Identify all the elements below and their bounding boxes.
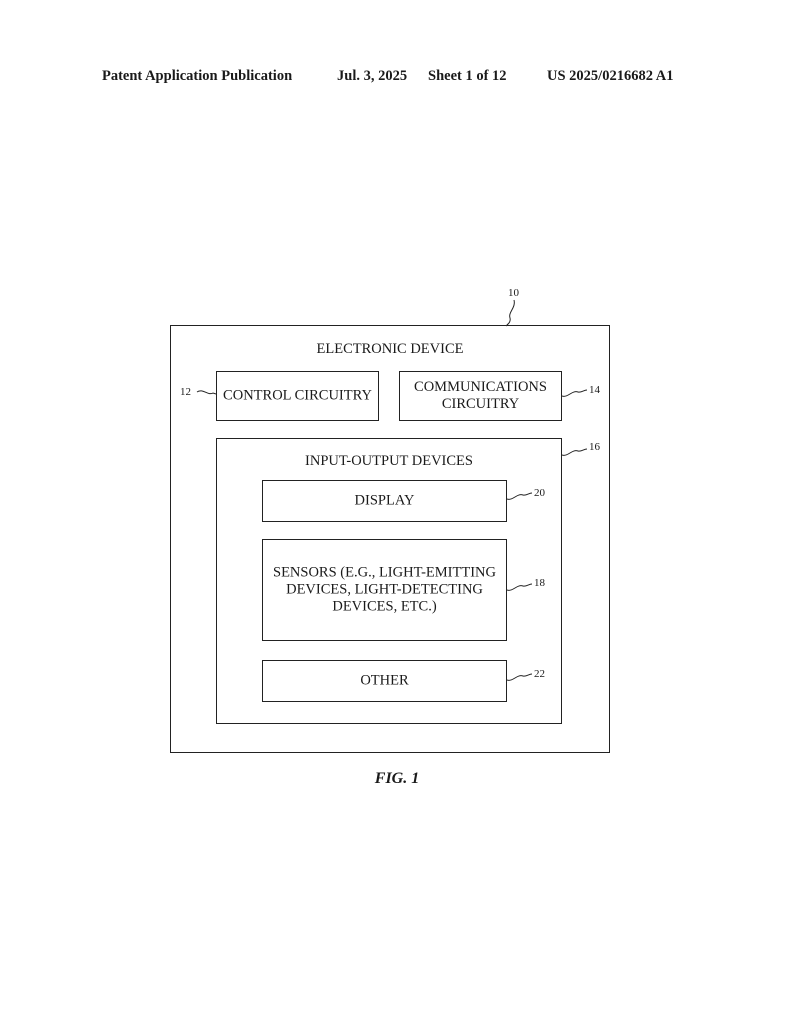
figure-caption: FIG. 1: [374, 770, 420, 787]
electronic-device-box: [170, 325, 610, 753]
header-publication-number: US 2025/0216682 A1: [547, 68, 674, 84]
control-circuitry-label: CONTROL CIRCUITRY: [223, 387, 372, 404]
header-publication: Patent Application Publication: [102, 68, 293, 84]
display-box: DISPLAY: [262, 480, 507, 522]
ref-20: 20: [534, 487, 545, 499]
control-circuitry-box: CONTROL CIRCUITRY: [216, 371, 379, 421]
ref-10: 10: [508, 287, 519, 299]
communications-circuitry-label: COMMUNICATIONS CIRCUITRY: [414, 379, 547, 412]
ref-14: 14: [589, 384, 600, 396]
header-sheet: Sheet 1 of 12: [428, 68, 507, 84]
input-output-devices-label: INPUT-OUTPUT DEVICES: [305, 453, 473, 469]
ref-18: 18: [534, 577, 545, 589]
leader-10: [505, 299, 515, 327]
ref-12: 12: [180, 386, 191, 398]
communications-circuitry-box: COMMUNICATIONS CIRCUITRY: [399, 371, 562, 421]
electronic-device-label: ELECTRONIC DEVICE: [316, 341, 464, 357]
ref-22: 22: [534, 668, 545, 680]
display-label: DISPLAY: [354, 492, 415, 509]
input-output-devices-box: [216, 438, 562, 724]
header-date: Jul. 3, 2025: [337, 68, 408, 84]
sensors-label: SENSORS (E.G., LIGHT-EMITTING DEVICES, L…: [273, 564, 496, 615]
ref-16: 16: [589, 441, 600, 453]
other-box: OTHER: [262, 660, 507, 702]
sensors-box: SENSORS (E.G., LIGHT-EMITTING DEVICES, L…: [262, 539, 507, 641]
other-label: OTHER: [360, 672, 409, 689]
